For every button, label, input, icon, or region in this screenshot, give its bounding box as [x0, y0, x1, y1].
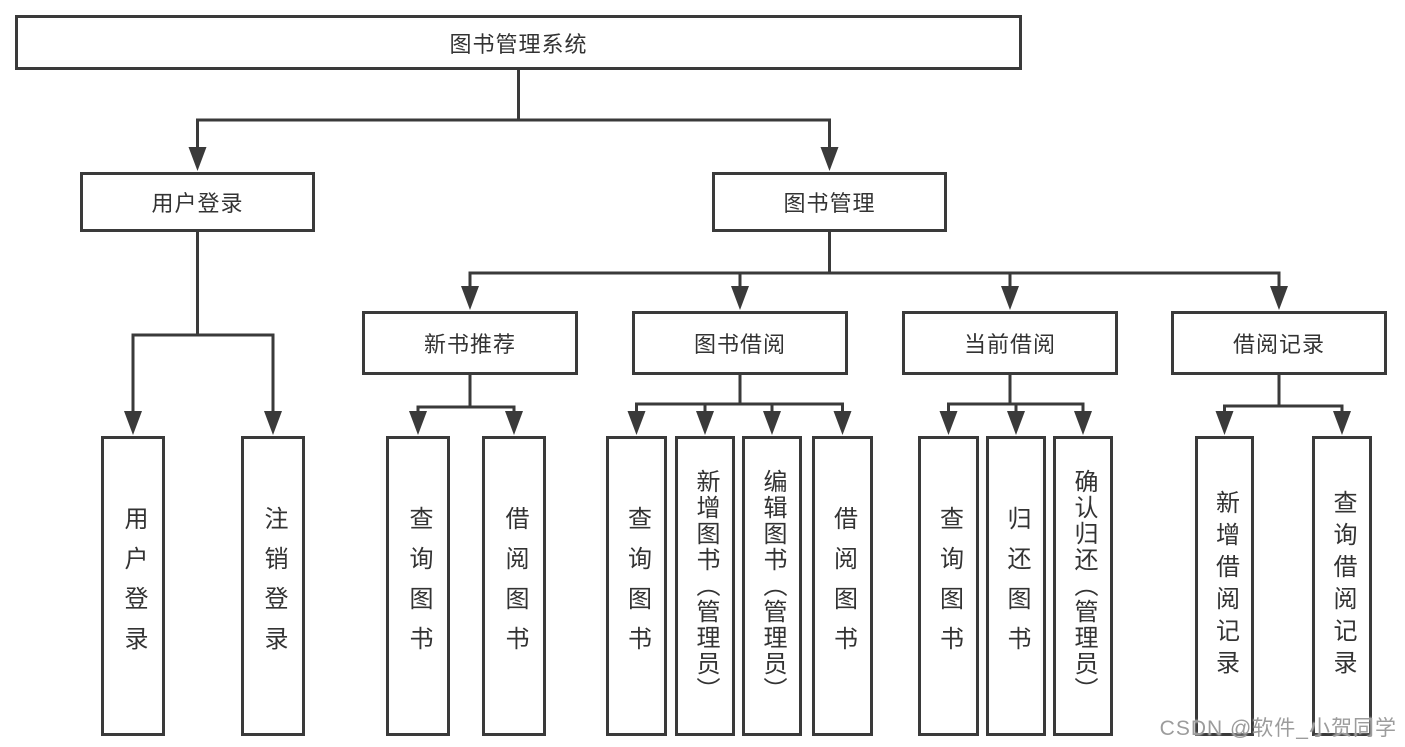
node-user-login: 用户登录 — [80, 172, 315, 232]
arrowhead-query-book-c — [939, 411, 958, 435]
node-login: 用户登录 — [101, 436, 165, 736]
node-root: 图书管理系统 — [15, 15, 1022, 70]
node-label-book-mgmt: 图书管理 — [783, 191, 876, 216]
node-label-query-book-b: 查询图书 — [623, 506, 651, 666]
node-label-borrow-book-b: 借阅图书 — [829, 506, 857, 666]
arrowhead-add-book-admin — [696, 411, 714, 435]
node-label-user-login: 用户登录 — [151, 191, 244, 216]
node-book-mgmt: 图书管理 — [712, 172, 947, 232]
node-logout: 注销登录 — [241, 436, 305, 736]
arrowhead-confirm-return-admin — [1074, 411, 1092, 435]
node-label-logout: 注销登录 — [260, 506, 287, 666]
arrowhead-book-borrow — [731, 286, 749, 310]
arrowhead-borrow-book-a — [505, 411, 523, 435]
node-query-book-a: 查询图书 — [386, 436, 450, 736]
arrowhead-borrow-book-b — [833, 411, 852, 435]
arrowhead-new-book-rec — [461, 286, 479, 310]
node-label-add-borrow-record: 新增借阅记录 — [1211, 490, 1239, 682]
arrowhead-login — [124, 411, 142, 435]
node-label-edit-book-admin: 编辑图书（管理员） — [759, 469, 786, 703]
node-new-book-rec: 新书推荐 — [362, 311, 578, 375]
node-label-add-book-admin: 新增图书（管理员） — [692, 469, 719, 703]
arrowhead-query-book-b — [627, 411, 646, 435]
node-label-borrow-book-a: 借阅图书 — [501, 506, 528, 666]
arrowhead-edit-book-admin — [763, 411, 781, 435]
node-return-book: 归还图书 — [986, 436, 1046, 736]
node-confirm-return-admin: 确认归还（管理员） — [1053, 436, 1113, 736]
node-label-root: 图书管理系统 — [449, 31, 588, 57]
node-label-cur-borrow: 当前借阅 — [963, 332, 1056, 357]
node-label-confirm-return-admin: 确认归还（管理员） — [1070, 469, 1097, 703]
node-add-borrow-record: 新增借阅记录 — [1195, 436, 1254, 736]
node-edit-book-admin: 编辑图书（管理员） — [742, 436, 802, 736]
node-label-new-book-rec: 新书推荐 — [423, 332, 516, 357]
arrowhead-logout — [264, 411, 282, 435]
node-query-book-c: 查询图书 — [918, 436, 979, 736]
arrowhead-query-book-a — [409, 411, 427, 435]
node-label-borrow-rec: 借阅记录 — [1232, 332, 1325, 357]
node-book-borrow: 图书借阅 — [632, 311, 848, 375]
node-borrow-book-a: 借阅图书 — [482, 436, 546, 736]
node-label-query-book-a: 查询图书 — [405, 506, 432, 666]
arrowhead-query-borrow-record — [1333, 411, 1351, 435]
node-cur-borrow: 当前借阅 — [902, 311, 1118, 375]
node-label-query-book-c: 查询图书 — [935, 506, 963, 666]
node-query-borrow-record: 查询借阅记录 — [1312, 436, 1372, 736]
node-add-book-admin: 新增图书（管理员） — [675, 436, 735, 736]
node-label-login: 用户登录 — [120, 506, 147, 666]
arrowhead-borrow-rec — [1270, 286, 1288, 310]
node-label-return-book: 归还图书 — [1003, 506, 1030, 666]
arrowhead-return-book — [1007, 411, 1025, 435]
arrowhead-cur-borrow — [1001, 286, 1019, 310]
node-borrow-rec: 借阅记录 — [1171, 311, 1387, 375]
arrowhead-user-login — [188, 147, 207, 171]
arrowhead-book-mgmt — [820, 147, 839, 171]
arrowhead-add-borrow-record — [1215, 411, 1234, 435]
node-label-book-borrow: 图书借阅 — [693, 332, 786, 357]
node-borrow-book-b: 借阅图书 — [812, 436, 873, 736]
node-label-query-borrow-record: 查询借阅记录 — [1329, 490, 1356, 682]
node-query-book-b: 查询图书 — [606, 436, 667, 736]
